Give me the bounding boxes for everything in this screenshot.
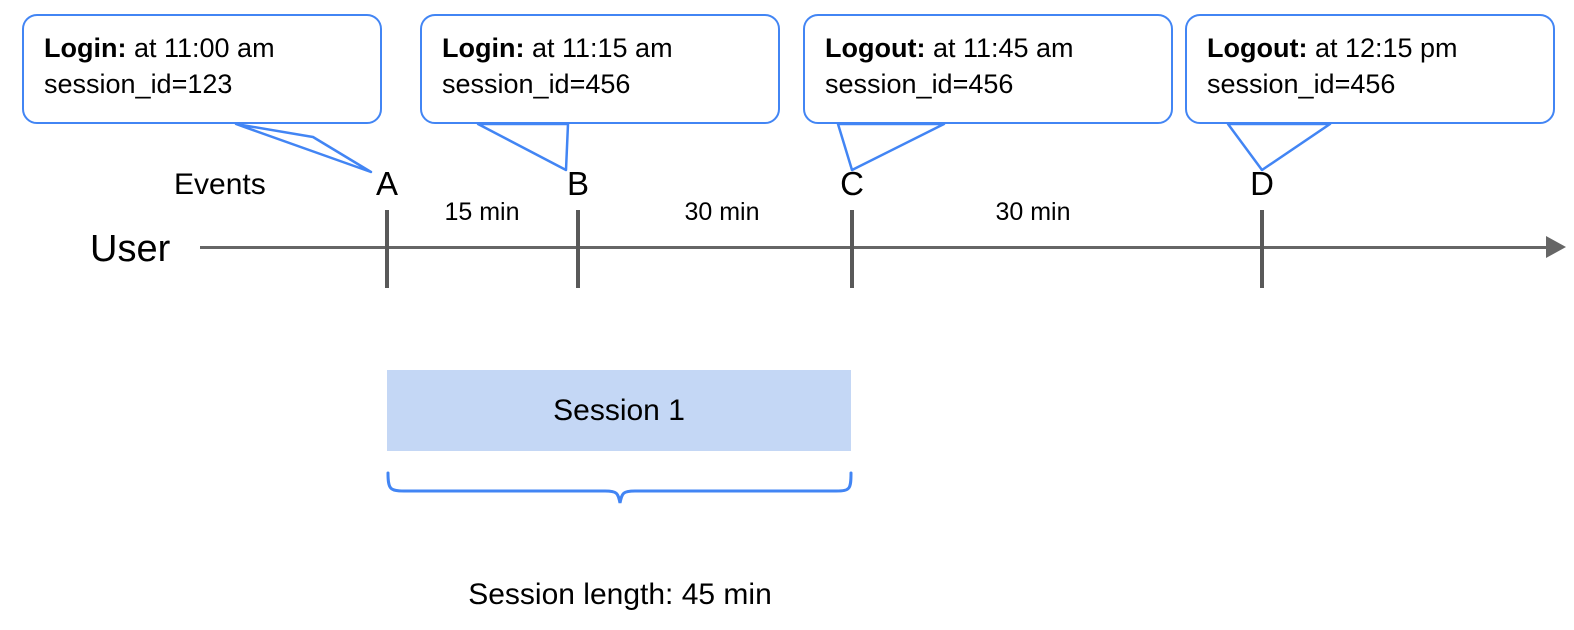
callout-event-a: Login: at 11:00 am session_id=123 [22,14,382,124]
timeline-axis [200,246,1548,249]
callout-b-label: Login: [442,33,525,63]
callout-b-line2: session_id=456 [442,69,631,100]
timeline-arrow-icon [1546,236,1566,258]
callout-tail-d [1226,122,1332,172]
interval-label-bc: 30 min [684,198,760,226]
session-length-caption: Session length: 45 min [468,578,772,611]
callout-event-b: Login: at 11:15 am session_id=456 [420,14,780,124]
callout-c-detail: at 11:45 am [925,33,1074,63]
session-bar: Session 1 [387,370,851,451]
callout-event-d: Logout: at 12:15 pm session_id=456 [1185,14,1555,124]
callout-c-line2: session_id=456 [825,69,1014,100]
tick-a [385,210,389,288]
interval-label-cd: 30 min [995,198,1071,226]
callout-d-label: Logout: [1207,33,1308,63]
callout-d-line2: session_id=456 [1207,69,1396,100]
event-label-d: D [1250,165,1274,202]
events-row-label: Events [174,168,266,201]
event-label-a: A [375,165,399,202]
session-brace [386,471,853,504]
callout-tail-c [836,122,946,172]
callout-tail-a [234,122,373,174]
event-label-b: B [566,165,590,202]
callout-a-line2: session_id=123 [44,69,233,100]
callout-c-label: Logout: [825,33,926,63]
callout-a-label: Login: [44,33,127,63]
callout-b-detail: at 11:15 am [524,33,673,63]
tick-b [576,210,580,288]
callout-event-c: Logout: at 11:45 am session_id=456 [803,14,1173,124]
interval-label-ab: 15 min [444,198,520,226]
callout-a-detail: at 11:00 am [126,33,275,63]
tick-d [1260,210,1264,288]
callout-tail-b [476,122,570,172]
tick-c [850,210,854,288]
event-label-c: C [840,165,864,202]
user-row-label: User [90,228,171,270]
session-bar-label: Session 1 [553,393,685,427]
callout-d-detail: at 12:15 pm [1307,33,1458,63]
